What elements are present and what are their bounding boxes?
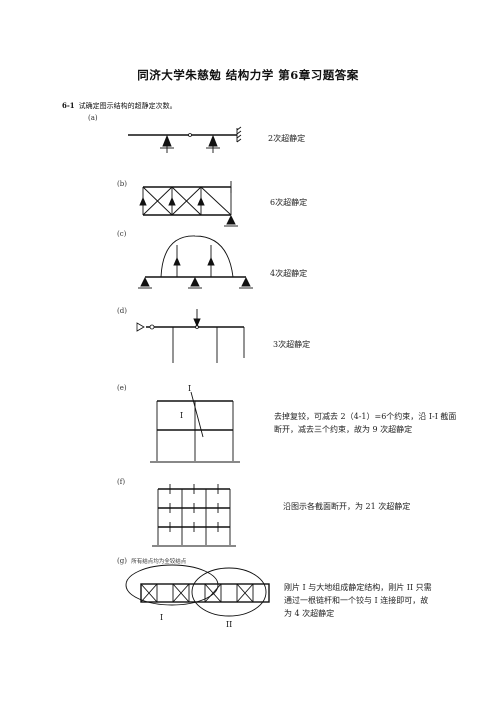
diagram-b: [139, 181, 238, 227]
part-a-answer: 2次超静定: [268, 134, 306, 143]
part-b-answer: 6次超静定: [270, 198, 308, 207]
question-text: 试确定图示结构的超静定次数。: [78, 102, 177, 110]
part-c-answer: 4次超静定: [270, 269, 308, 278]
part-d-label: (d): [117, 307, 127, 315]
diagram-f: [152, 484, 236, 547]
part-a-label: (a): [88, 114, 98, 122]
part-g-answer: 刚片 I 与大地组成静定结构，刚片 II 只需通过一根链杆和一个铰与 I 连接即…: [284, 583, 432, 618]
diagram-g: I II: [125, 564, 270, 629]
part-e-answer: 去掉复铰，可减去 2（4-1）=6个约束，沿 I-I 截面断开，减去三个约束，故…: [274, 412, 457, 434]
part-g-label: (g) 所有结点均为全铰结点: [117, 557, 187, 565]
page-title: 同济大学朱慈勉 结构力学 第6章习题答案: [137, 68, 359, 82]
part-b-label: (b): [117, 180, 127, 188]
diagram-a: [128, 126, 242, 153]
part-c-label: (c): [117, 230, 127, 238]
svg-text:II: II: [226, 620, 232, 629]
part-f-label: (f): [117, 478, 126, 486]
question-number: 6-1: [62, 101, 75, 110]
svg-text:I: I: [180, 411, 183, 420]
svg-text:I: I: [160, 613, 163, 622]
part-f-answer: 沿图示各截面断开，为 21 次超静定: [283, 502, 411, 511]
diagram-d: [136, 309, 245, 363]
diagram-e: I I: [150, 384, 240, 463]
svg-text:I: I: [188, 384, 191, 393]
diagram-c: [138, 235, 253, 289]
part-d-answer: 3次超静定: [273, 340, 311, 349]
part-e-label: (e): [117, 384, 127, 392]
part-g-note: 所有结点均为全铰结点: [131, 559, 187, 565]
